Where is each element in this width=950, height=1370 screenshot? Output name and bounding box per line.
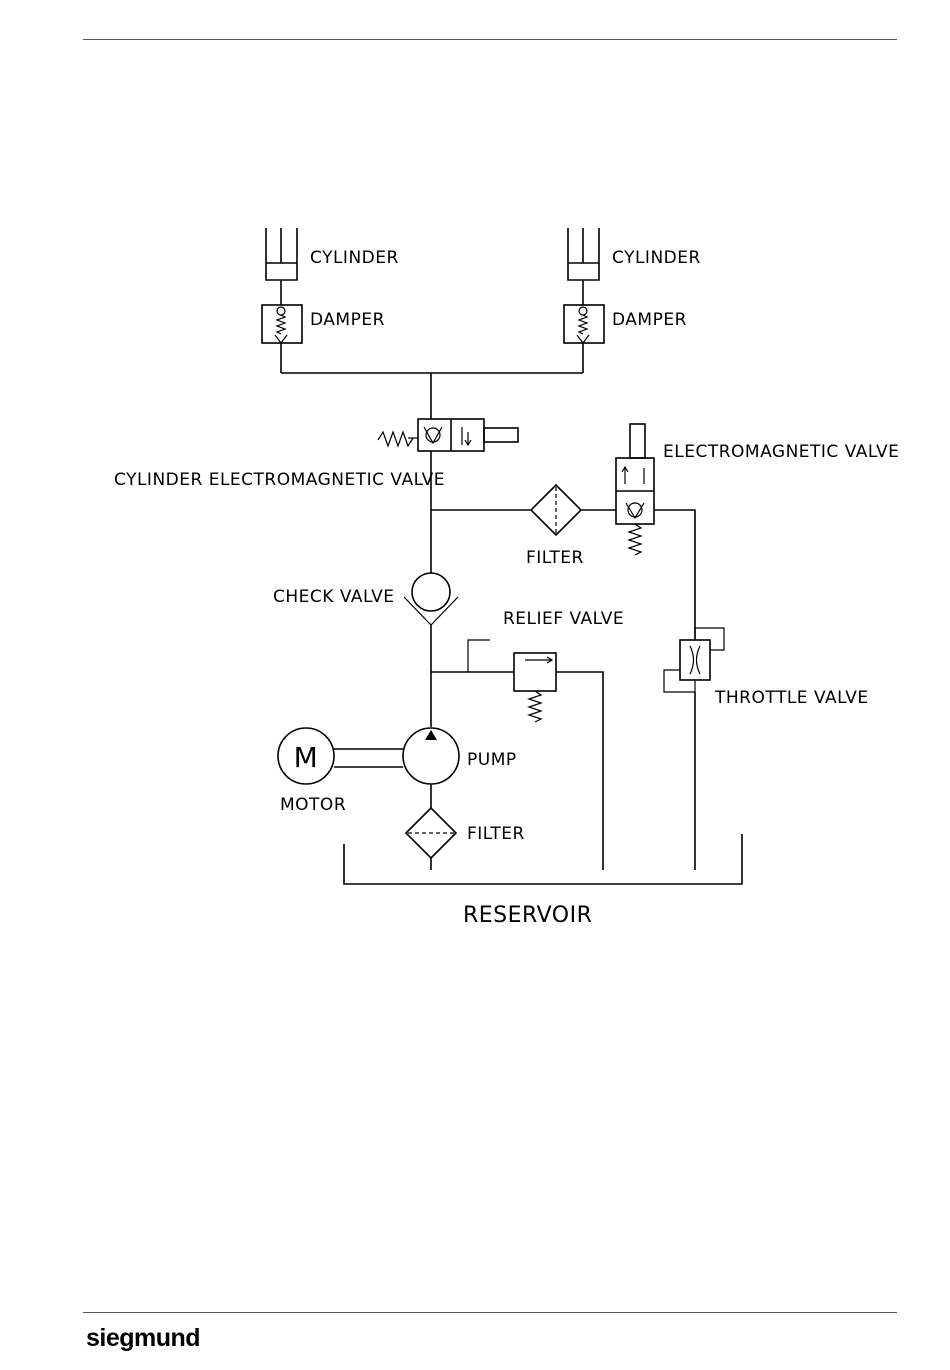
footer-rule: [83, 1312, 897, 1313]
throttle-valve: [664, 628, 724, 692]
filter-upper: [531, 485, 581, 535]
em-valve-label: ELECTROMAGNETIC VALVE: [663, 442, 899, 462]
damper-left: [262, 305, 302, 373]
cylinder-left: [266, 228, 297, 305]
return-line-right: [654, 510, 695, 640]
throttle-valve-label: THROTTLE VALVE: [714, 688, 869, 708]
relief-valve: [468, 640, 556, 722]
electromagnetic-valve: [616, 424, 654, 555]
check-valve-label: CHECK VALVE: [273, 587, 394, 607]
filter-upper-label: FILTER: [526, 548, 584, 568]
cylinder-right: [568, 228, 599, 305]
damper-right-label: DAMPER: [612, 310, 687, 330]
cylinder-em-valve-label: CYLINDER ELECTROMAGNETIC VALVE: [114, 470, 445, 490]
relief-return-line: [556, 672, 603, 870]
check-valve: [404, 573, 458, 625]
motor-symbol: M: [294, 741, 319, 774]
reservoir-label: RESERVOIR: [463, 903, 592, 928]
relief-valve-label: RELIEF VALVE: [503, 609, 624, 629]
pump-label: PUMP: [467, 750, 517, 770]
reservoir: [344, 834, 742, 884]
cylinder-right-label: CYLINDER: [612, 248, 701, 268]
filter-lower-label: FILTER: [467, 824, 525, 844]
filter-lower: [406, 808, 456, 858]
damper-left-label: DAMPER: [310, 310, 385, 330]
pump: [403, 728, 459, 784]
cylinder-electromagnetic-valve: [378, 419, 518, 451]
brand-logo: siegmund: [86, 1324, 200, 1353]
damper-right: [564, 305, 604, 373]
motor-label: MOTOR: [280, 795, 346, 815]
cylinder-left-label: CYLINDER: [310, 248, 399, 268]
